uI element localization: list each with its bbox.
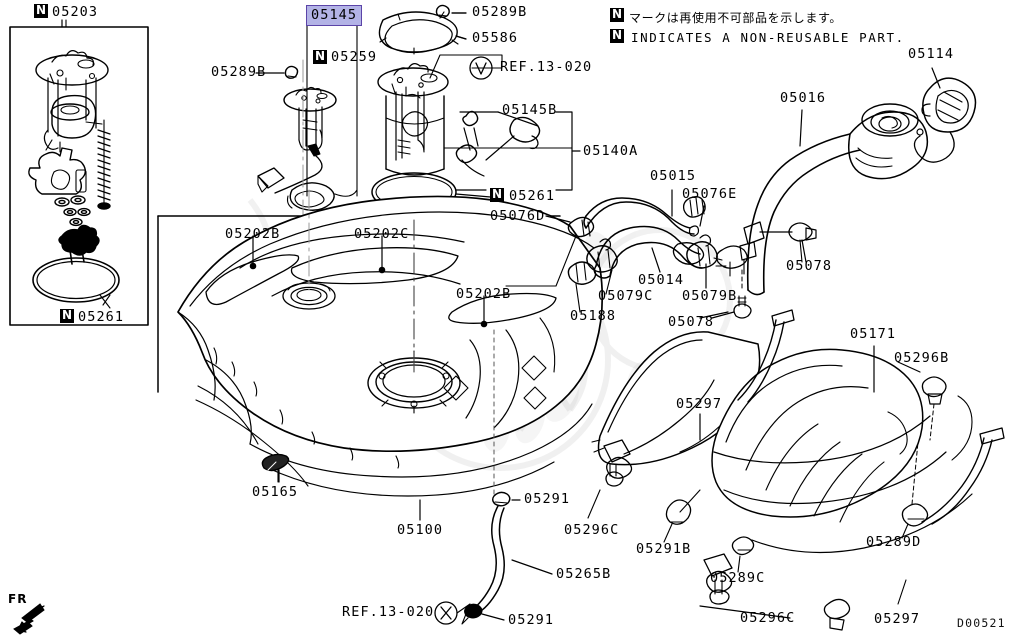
callout-05261-pump: 05261	[509, 188, 556, 204]
nonreusable-marker-05261-inset: N	[60, 308, 74, 323]
callout-05145B: 05145B	[502, 102, 558, 118]
reference-label-x[interactable]: REF.13-020	[342, 604, 435, 620]
callout-05078-neck: 05078	[786, 258, 833, 274]
callout-05100: 05100	[397, 522, 444, 538]
callout-05261-inset: 05261	[78, 309, 125, 325]
callout-05265B: 05265B	[556, 566, 612, 582]
callout-05140A: 05140A	[583, 143, 639, 159]
callout-05016: 05016	[780, 90, 827, 106]
nonreusable-marker-05261-pump: N	[490, 187, 504, 202]
callout-05079C: 05079C	[598, 288, 654, 304]
callout-05078-lower: 05078	[668, 314, 715, 330]
callout-05202C: 05202C	[354, 226, 410, 242]
callout-05076E: 05076E	[682, 186, 738, 202]
legend-text-english: INDICATES A NON-REUSABLE PART.	[631, 30, 905, 45]
callout-05289B-top: 05289B	[472, 4, 528, 20]
reference-label-v[interactable]: REF.13-020	[500, 59, 593, 75]
callout-05259: 05259	[331, 49, 378, 65]
legend-text-japanese: マークは再使用不可部品を示します。	[629, 11, 843, 25]
callout-05015: 05015	[650, 168, 697, 184]
nonreusable-marker-05203: N	[34, 3, 48, 18]
legend-marker-english: N	[610, 28, 624, 43]
callout-05296B: 05296B	[894, 350, 950, 366]
callout-05289C: 05289C	[710, 570, 766, 586]
callout-05076D: 05076D	[490, 208, 546, 224]
callout-05291-lower: 05291	[508, 612, 555, 628]
callout-05165: 05165	[252, 484, 299, 500]
callout-05079B: 05079B	[682, 288, 738, 304]
callout-05586: 05586	[472, 30, 519, 46]
callout-05291B: 05291B	[636, 541, 692, 557]
callout-05203: 05203	[52, 4, 99, 20]
diagram-code: D00521	[957, 616, 1006, 630]
callout-05296C-left: 05296C	[564, 522, 620, 538]
callout-05291-upper: 05291	[524, 491, 571, 507]
callout-05296C-right: 05296C	[740, 610, 796, 626]
callout-05188: 05188	[570, 308, 617, 324]
nonreusable-marker-05259: N	[313, 49, 327, 64]
highlighted-part-05145[interactable]: 05145	[306, 5, 363, 26]
callout-05297-left: 05297	[676, 396, 723, 412]
callout-05297-right: 05297	[874, 611, 921, 627]
callout-05114: 05114	[908, 46, 955, 62]
callout-05289D: 05289D	[866, 534, 922, 550]
legend-marker-japanese: N	[610, 7, 624, 22]
callout-05202B-right: 05202B	[456, 286, 512, 302]
callout-05202B-left: 05202B	[225, 226, 281, 242]
callout-05171: 05171	[850, 326, 897, 342]
callout-05014: 05014	[638, 272, 685, 288]
callout-05289B-left: 05289B	[211, 64, 267, 80]
front-direction-label: FR	[8, 592, 28, 606]
